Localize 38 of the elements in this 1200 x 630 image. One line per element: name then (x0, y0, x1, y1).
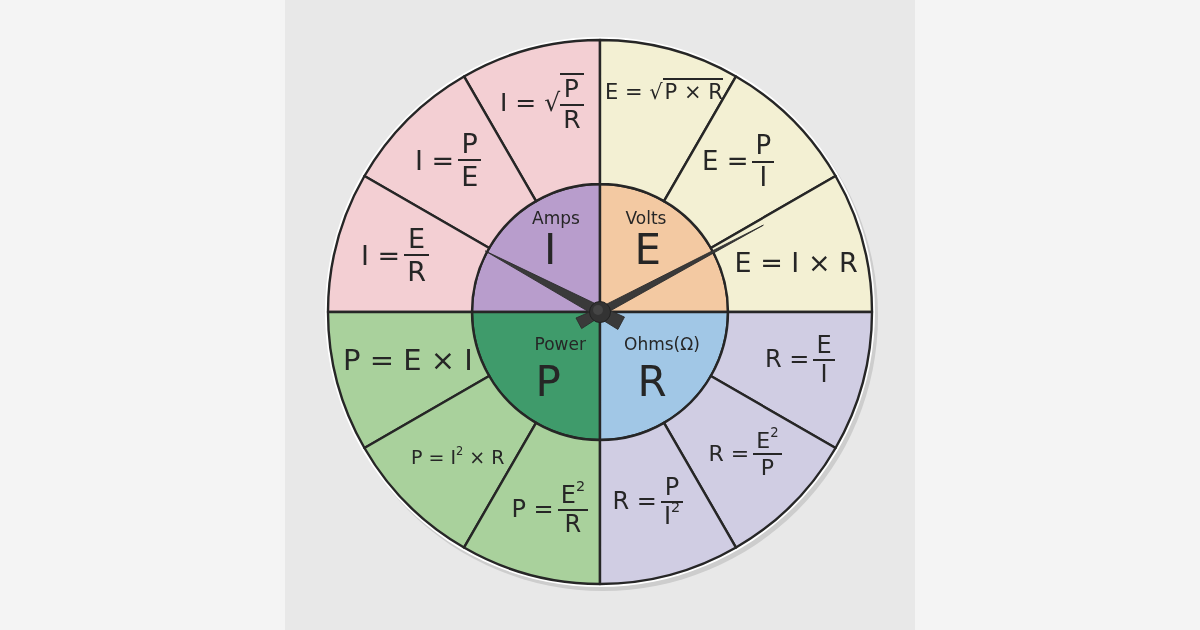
fraction-numerator: E$^{2}$ (557, 481, 589, 512)
fraction-denominator: E (460, 161, 480, 193)
equation-left-side: E = (702, 146, 749, 177)
fraction-denominator: R (563, 511, 583, 539)
fraction-numerator: P (660, 473, 684, 504)
fraction-denominator: R (562, 105, 582, 135)
quantity-symbol: P (535, 358, 561, 407)
fraction-denominator: I (758, 162, 769, 193)
quantity-symbol: I (544, 226, 557, 275)
equation: P = E × I (343, 343, 473, 377)
equation-left-side: R = (708, 441, 750, 467)
equation: E = I × R (734, 246, 858, 278)
formula-segment (462, 38, 602, 203)
equation-left-side: I = √ (500, 89, 561, 119)
quantity-name: Volts (625, 209, 667, 229)
equation-left-side: R = (612, 488, 657, 516)
formula-segment (362, 374, 538, 550)
quantity-name: Ohms(Ω) (624, 335, 700, 355)
fraction-numerator: P (458, 128, 482, 162)
equation-left-side: I = (415, 144, 455, 176)
fraction-denominator: I (819, 361, 829, 389)
equation-left-side: P = (511, 496, 554, 524)
fraction-numerator: P (560, 73, 584, 106)
fraction-denominator: P (759, 454, 775, 481)
quantity-name: Amps (532, 209, 580, 229)
fraction-numerator: E (404, 223, 429, 257)
fraction-numerator: E (813, 331, 835, 362)
fraction-denominator: R (406, 256, 427, 288)
quantity-symbol: R (637, 358, 667, 407)
equation-left-side: R = (765, 346, 810, 374)
equation-left-side: I = (361, 239, 401, 271)
formula-segment (462, 421, 602, 586)
equation-left-side: E = √ (605, 80, 663, 105)
quantity-symbol: E (634, 226, 662, 275)
fraction-numerator: E$^{2}$ (753, 427, 782, 455)
fraction-numerator: P (752, 131, 775, 163)
equation: P = I$^{2}$ × R (411, 447, 505, 469)
quantity-name: Power (534, 335, 586, 355)
